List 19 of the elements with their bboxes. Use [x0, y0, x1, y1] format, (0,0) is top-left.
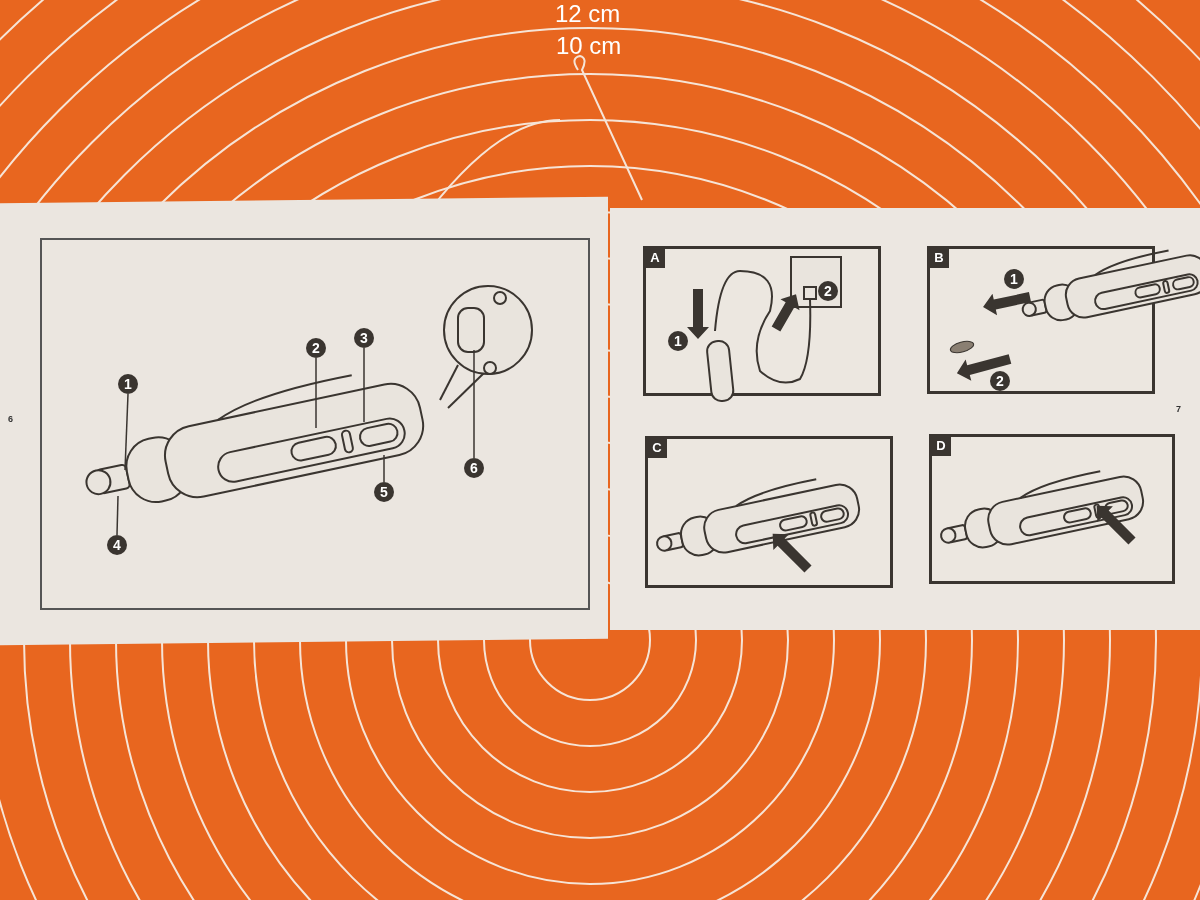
leader-line [116, 495, 119, 536]
step-letter: B [929, 248, 949, 268]
step-letter: A [645, 248, 665, 268]
leader-line [363, 347, 365, 423]
callout-number: 1 [668, 331, 688, 351]
instruction-panel [645, 436, 893, 588]
callout-number: 1 [1004, 269, 1024, 289]
step-letter: C [647, 438, 667, 458]
leader-line [124, 393, 129, 471]
page-number: 7 [1176, 404, 1181, 414]
step-letter: D [931, 436, 951, 456]
measurement-label: 10 cm [556, 32, 622, 60]
leader-line [383, 454, 385, 483]
leader-line [473, 349, 475, 459]
measurement-label: 12 cm [555, 0, 621, 28]
page-number: 6 [8, 414, 13, 424]
leader-line [315, 357, 317, 429]
instruction-panel [929, 434, 1175, 584]
callout-number: 2 [990, 371, 1010, 391]
